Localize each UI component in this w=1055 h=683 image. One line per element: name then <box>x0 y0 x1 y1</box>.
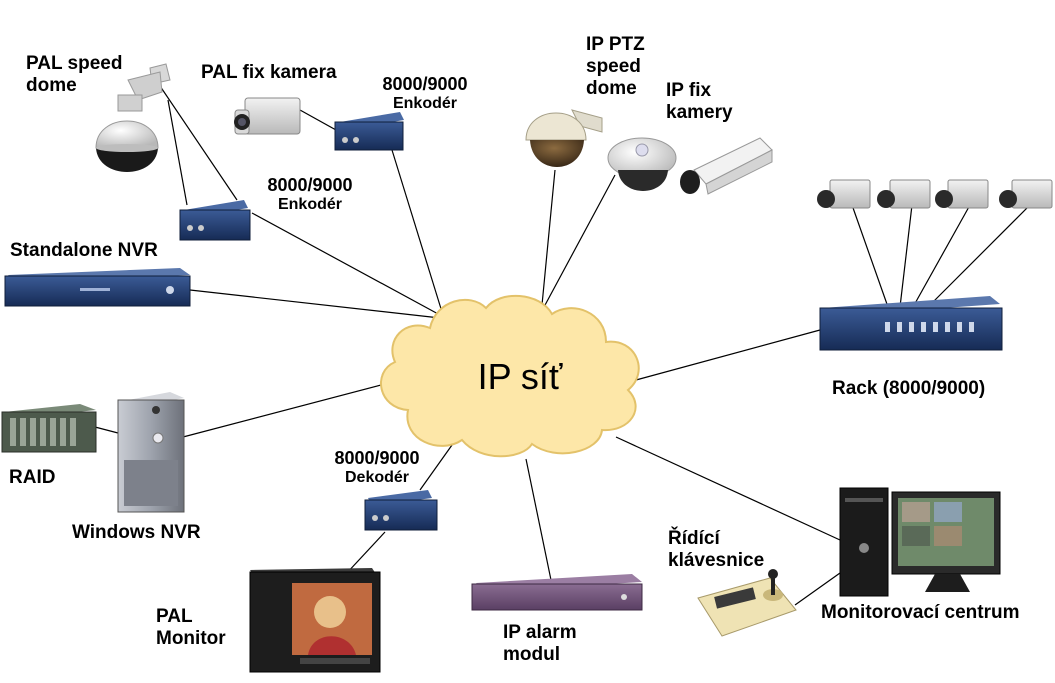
encoder-top-icon <box>334 112 404 151</box>
decoder-model: 8000/9000 <box>334 448 420 468</box>
pal-fix-camera-label: PAL fix kamera <box>201 62 337 83</box>
rack-camera-icon <box>935 179 989 209</box>
rack-camera-icon <box>817 179 871 209</box>
encoder-left-icon <box>179 200 251 241</box>
raid-icon <box>1 404 97 453</box>
monitoring-center-icon <box>839 487 1001 597</box>
encoder-left-model: 8000/9000 <box>267 175 353 195</box>
ip-ptz-dome-icon <box>525 109 603 167</box>
rack-camera-icon <box>877 179 931 209</box>
ip-fix-label: IP fix kamery <box>666 80 733 123</box>
encoder-left-type: Enkodér <box>277 195 342 213</box>
ip-fix-dome-icon <box>607 137 677 191</box>
pal-speed-dome-icon <box>95 63 171 172</box>
encoder-top-type: Enkodér <box>392 94 457 112</box>
ip-cloud <box>380 295 640 458</box>
ip-alarm-module-icon <box>471 574 643 611</box>
rack-icon <box>819 296 1003 351</box>
rack-camera-icon <box>999 179 1053 209</box>
pal-fix-camera-icon <box>234 97 301 135</box>
ip-alarm-label: IP alarm modul <box>503 622 577 665</box>
standalone-nvr-icon <box>4 268 191 307</box>
encoder-left-label: 8000/9000 Enkodér <box>255 175 365 214</box>
standalone-nvr-label: Standalone NVR <box>10 240 158 261</box>
encoder-top-label: 8000/9000 Enkodér <box>370 74 480 113</box>
monitoring-center-label: Monitorovací centrum <box>821 602 1020 623</box>
windows-nvr-label: Windows NVR <box>72 522 201 543</box>
pal-monitor-label: PAL Monitor <box>156 606 226 649</box>
ip-ptz-label: IP PTZ speed dome <box>586 34 645 99</box>
ip-fix-camera-icon <box>680 137 773 195</box>
control-keyboard-icon <box>697 569 797 637</box>
keyboard-label: Řídící klávesnice <box>668 528 765 571</box>
decoder-label: 8000/9000 Dekodér <box>322 448 432 487</box>
decoder-icon <box>364 490 438 531</box>
encoder-top-model: 8000/9000 <box>382 74 468 94</box>
pal-speed-dome-label: PAL speed dome <box>26 53 123 96</box>
rack-label: Rack (8000/9000) <box>832 378 986 399</box>
connection-lines <box>94 85 1031 606</box>
decoder-type: Dekodér <box>344 468 410 486</box>
ip-network-label: IP síť <box>477 356 563 397</box>
raid-label: RAID <box>9 467 56 488</box>
windows-nvr-icon <box>117 392 185 513</box>
pal-monitor-icon <box>249 568 381 673</box>
